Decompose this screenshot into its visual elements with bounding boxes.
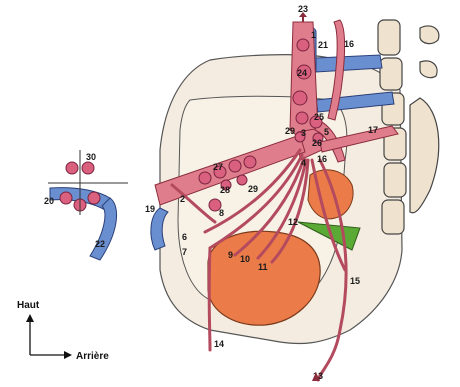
label-24: 24 <box>297 68 307 78</box>
label-25: 25 <box>314 112 324 122</box>
label-17: 17 <box>368 125 378 135</box>
label-2: 2 <box>180 194 185 204</box>
axis-up-label: Haut <box>17 300 40 311</box>
label-15: 15 <box>350 276 360 286</box>
label-12: 12 <box>288 217 298 227</box>
label-29b: 29 <box>285 126 295 136</box>
label-19: 19 <box>145 204 155 214</box>
label-30: 30 <box>86 152 96 162</box>
label-21: 21 <box>318 40 328 50</box>
label-16b: 16 <box>317 154 327 164</box>
label-20: 20 <box>44 196 54 206</box>
label-9: 9 <box>228 250 233 260</box>
label-28: 28 <box>220 185 230 195</box>
label-5: 5 <box>324 127 329 137</box>
label-3: 3 <box>301 128 306 138</box>
label-4: 4 <box>301 158 306 168</box>
orientation-axes <box>26 314 72 359</box>
label-27: 27 <box>213 162 223 172</box>
label-14: 14 <box>214 339 224 349</box>
label-29a: 29 <box>248 184 258 194</box>
axis-right-label: Arrière <box>76 351 109 362</box>
label-10: 10 <box>240 254 250 264</box>
label-22: 22 <box>95 239 105 249</box>
label-26: 26 <box>312 138 322 148</box>
label-11: 11 <box>258 262 268 272</box>
label-16a: 16 <box>344 39 354 49</box>
label-7: 7 <box>182 247 187 257</box>
label-6: 6 <box>182 232 187 242</box>
label-1: 1 <box>311 30 316 40</box>
label-8: 8 <box>219 208 224 218</box>
